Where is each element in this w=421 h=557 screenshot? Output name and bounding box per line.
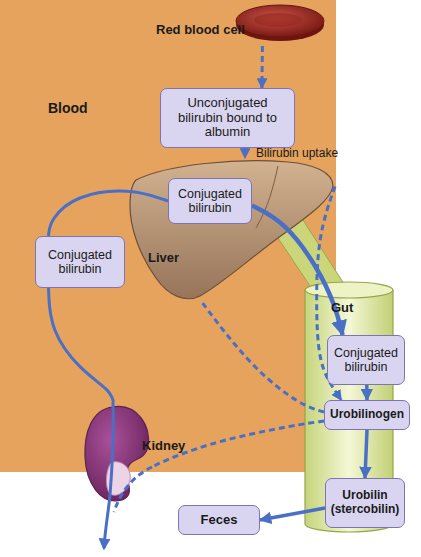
process-box: Conjugated bilirubin [168, 178, 252, 224]
flow-connector [243, 148, 246, 158]
gut-opening [305, 282, 393, 298]
process-box: Conjugated bilirubin [327, 335, 405, 385]
box-text: Urobilin (stercobilin) [329, 489, 401, 517]
organ-label: Liver [148, 250, 179, 265]
liver-lobe-line [256, 166, 278, 228]
gut-organ: GutConjugated bilirubinUrobilinogenUrobi… [303, 280, 395, 534]
liver-organ: Liver Conjugated bilirubin [128, 158, 335, 300]
process-box: Feces [178, 505, 260, 535]
process-box: Conjugated bilirubin [35, 236, 125, 288]
box-text: Feces [201, 513, 238, 528]
kidney-shape [82, 402, 152, 502]
kidney-organ: Kidney [82, 402, 152, 502]
organ-label: Kidney [142, 438, 185, 453]
box-text: Unconjugated bilirubin bound to albumin [164, 96, 291, 141]
organ-label: Gut [331, 300, 353, 315]
region-label: Blood [48, 100, 88, 116]
flow-connector [49, 288, 114, 402]
organ-label: Red blood cell [156, 22, 245, 37]
process-box: Urobilinogen [324, 400, 410, 430]
red-blood-cell: Red blood cell [160, 2, 320, 46]
box-text: Conjugated bilirubin [172, 187, 248, 216]
rbc-disc [236, 5, 324, 37]
process-box: Unconjugated bilirubin bound to albumin [160, 88, 295, 148]
renal-pelvis [106, 462, 130, 496]
box-text: Urobilinogen [330, 408, 404, 422]
kidney-outline [85, 406, 149, 501]
rbc-dimple [254, 13, 302, 27]
blood-region [0, 0, 336, 472]
process-box: Urobilin (stercobilin) [325, 478, 405, 528]
box-text: Conjugated bilirubin [39, 248, 121, 277]
process-label: Bilirubin uptake [256, 146, 338, 160]
box-text: Conjugated bilirubin [331, 346, 401, 375]
liver-outline [130, 161, 333, 299]
flow-connector [260, 46, 263, 88]
